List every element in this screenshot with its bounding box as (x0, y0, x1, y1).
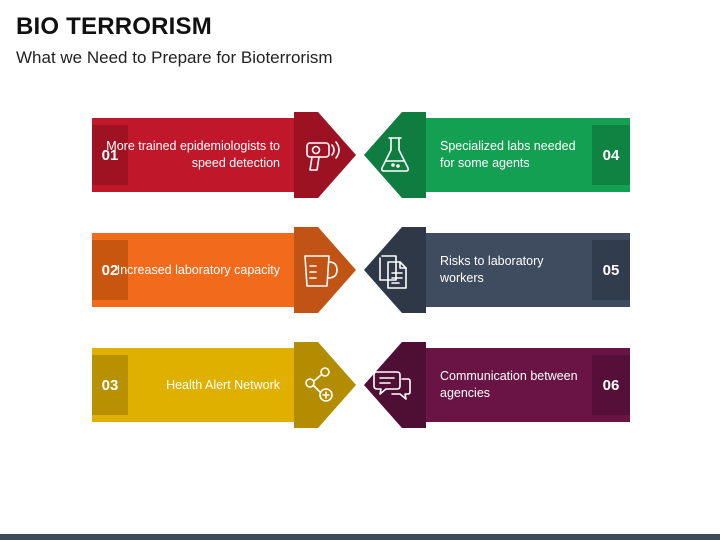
page-subtitle: What we Need to Prepare for Bioterrorism (16, 48, 333, 67)
item-text: Health Alert Network (166, 377, 280, 392)
item-06-arrow (364, 342, 630, 428)
item-text: Risks to laboratory workers (440, 254, 544, 285)
page-title: BIO TERRORISM (16, 13, 212, 40)
item-number: 04 (602, 146, 620, 164)
item-number: 03 (101, 376, 119, 394)
hair-dryer-icon (306, 141, 340, 171)
item-number: 02 (101, 261, 119, 279)
item-number: 05 (602, 261, 620, 279)
item-text: More trained epidemiologists to speed de… (106, 139, 280, 170)
footer-bar (0, 534, 720, 540)
item-number: 06 (602, 376, 620, 394)
item-04-arrow (364, 112, 630, 198)
item-03-arrow (92, 342, 356, 428)
item-number: 01 (101, 146, 119, 164)
item-text: Specialized labs needed for some agents (440, 139, 576, 170)
item-02-arrow (92, 227, 356, 313)
documents-icon (379, 255, 407, 289)
flask-icon (380, 137, 410, 172)
network-icon (305, 367, 333, 402)
item-text: Increased laboratory capacity (116, 262, 280, 277)
item-text: Communication between agencies (440, 369, 578, 400)
chat-icon (373, 371, 411, 400)
item-01-arrow (92, 112, 356, 198)
item-05-arrow (364, 227, 630, 313)
measuring-cup-icon (304, 255, 338, 287)
